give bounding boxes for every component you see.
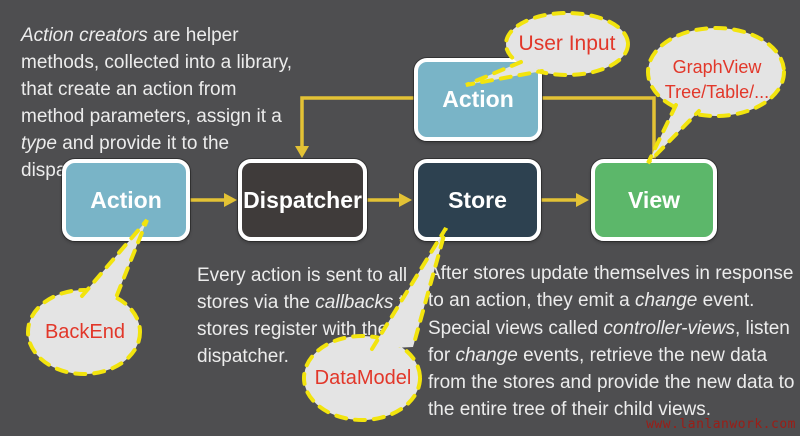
- bubble-label-backend: BackEnd: [44, 321, 126, 343]
- text-change: change: [635, 290, 698, 311]
- box-dispatcher-label: Dispatcher: [243, 186, 362, 213]
- bubble-label-datamodel: DataModel: [314, 367, 412, 389]
- bubble-tail: [646, 103, 701, 165]
- arrow-right-icon: [224, 193, 237, 207]
- text-run: events, retrieve the new data from the s…: [428, 345, 795, 420]
- speech-bubble-backend: [26, 218, 149, 376]
- text-callbacks: callbacks: [315, 292, 394, 313]
- arrow-right-icon: [576, 193, 589, 207]
- bubble-tail: [370, 226, 448, 351]
- speech-bubble-user-input: [465, 11, 630, 87]
- arrow-store-to-view: [541, 193, 589, 207]
- text-run: Special views called: [428, 318, 604, 339]
- text-run: After stores update themselves in respon…: [428, 263, 794, 311]
- box-store: Store: [414, 159, 541, 241]
- text-change: change: [455, 345, 518, 366]
- paragraph-special-views: Special views called controller-views, l…: [428, 315, 800, 423]
- text-type: type: [21, 133, 57, 154]
- box-action-left: Action: [62, 159, 190, 241]
- arrow-dispatcher-to-store: [367, 193, 412, 207]
- box-dispatcher: Dispatcher: [238, 159, 367, 241]
- bubble-tail: [80, 218, 149, 302]
- box-view: View: [591, 159, 717, 241]
- speech-bubble-datamodel: [302, 226, 448, 422]
- text-controller-views: controller-views: [603, 318, 735, 339]
- text-run: , listen for: [428, 318, 790, 366]
- paragraph-after-stores: After stores update themselves in respon…: [428, 260, 800, 314]
- bubble-label-user-input: User Input: [518, 32, 616, 55]
- arrow-down-icon: [295, 146, 309, 158]
- line-view-to-actiontop: [542, 96, 656, 161]
- text-run: event.: [697, 290, 755, 311]
- text-run: Every action is sent to all stores via t…: [197, 265, 408, 313]
- box-action-left-label: Action: [90, 186, 162, 213]
- arrow-right-icon: [399, 193, 412, 207]
- box-store-label: Store: [448, 186, 507, 213]
- speech-bubble-graphview: [646, 26, 786, 165]
- box-view-label: View: [628, 186, 680, 213]
- bubble-label-graphview-line2: Tree/Table/...: [664, 82, 770, 102]
- box-action-top-label: Action: [442, 86, 514, 112]
- text-run: are helper methods, collected into a lib…: [21, 25, 293, 127]
- bubble-label-graphview: GraphView Tree/Table/...: [650, 55, 784, 105]
- arrow-action-to-dispatcher: [190, 193, 237, 207]
- bubble-label-graphview-line1: GraphView: [672, 57, 762, 77]
- text-action-creators: Action creators: [21, 25, 148, 46]
- bubble-tail: [465, 60, 544, 87]
- watermark: www.lanlanwork.com: [646, 417, 796, 432]
- arrow-actiontop-to-dispatcher: [295, 96, 414, 158]
